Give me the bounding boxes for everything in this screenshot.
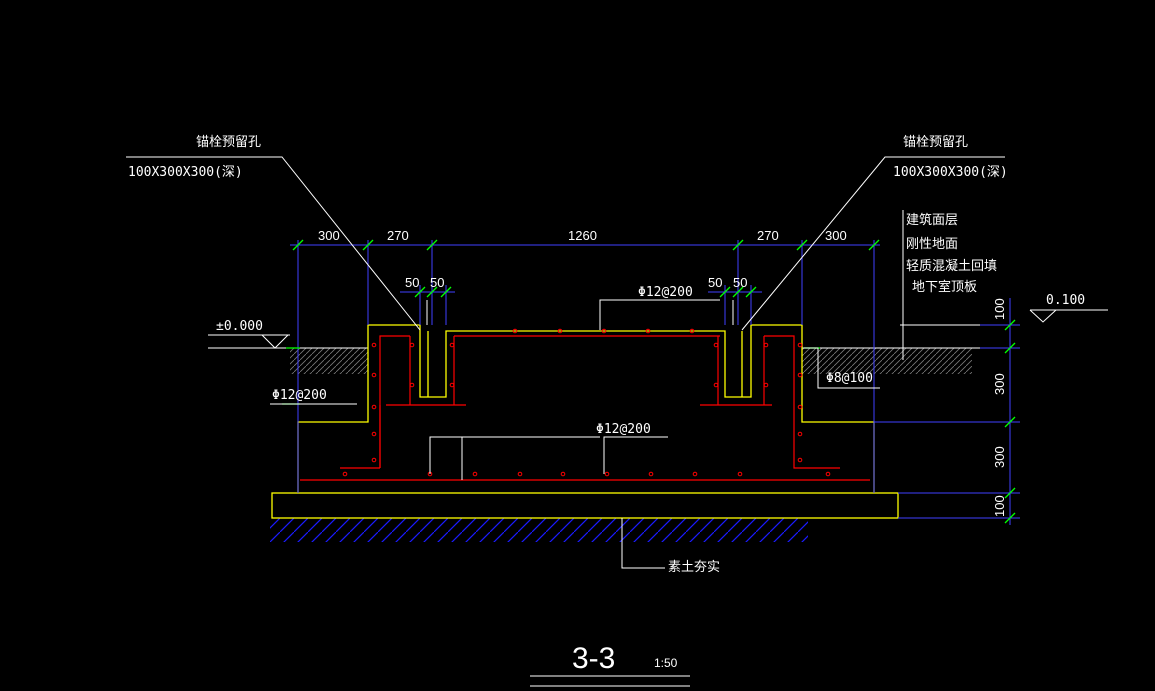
anchor-right-size: 100X300X300(深) (893, 165, 1008, 180)
dim-right-1: 100 (992, 298, 1007, 320)
dim-hole-left-1: 50 (405, 275, 419, 290)
soil-hatch (270, 518, 808, 542)
dim-hole-right-2: 50 (733, 275, 747, 290)
leader-lines (126, 156, 1108, 687)
layer-label-2: 刚性地面 (906, 237, 958, 252)
dimension-lines (290, 240, 1020, 525)
rebar-dots (342, 328, 831, 477)
concrete-outline (271, 324, 899, 519)
section-title: 3-3 (572, 642, 615, 675)
dim-top-5: 300 (825, 228, 847, 243)
section-scale: 1:50 (654, 656, 678, 670)
dim-right-4: 100 (992, 495, 1007, 517)
rebar-lines (300, 335, 870, 481)
rebar-top-label: Φ12@200 (638, 285, 693, 300)
dim-top-2: 270 (387, 228, 409, 243)
level-left-label: ±0.000 (216, 319, 263, 334)
layer-label-3: 轻质混凝土回填 (906, 258, 997, 274)
layer-label-4: 地下室顶板 (912, 279, 977, 295)
ground-hatch-right (802, 348, 972, 374)
dim-right-3: 300 (992, 446, 1007, 468)
dim-top-3: 1260 (568, 228, 597, 243)
ground-hatch-left (290, 348, 368, 374)
rebar-left-label: Φ12@200 (272, 388, 327, 403)
anchor-left-size: 100X300X300(深) (128, 165, 243, 180)
rebar-bottom-label: Φ12@200 (596, 422, 651, 437)
dim-right-2: 300 (992, 373, 1007, 395)
dim-top-4: 270 (757, 228, 779, 243)
level-right-label: 0.100 (1046, 293, 1085, 308)
rebar-right-label: Φ8@100 (826, 371, 873, 386)
anchor-left-title: 锚栓预留孔 (196, 135, 261, 150)
dim-hole-right-1: 50 (708, 275, 722, 290)
dim-top-1: 300 (318, 228, 340, 243)
dim-hole-left-2: 50 (430, 275, 444, 290)
anchor-right-title: 锚栓预留孔 (903, 135, 968, 150)
layer-label-1: 建筑面层 (906, 212, 958, 228)
soil-label: 素土夯实 (668, 560, 720, 575)
